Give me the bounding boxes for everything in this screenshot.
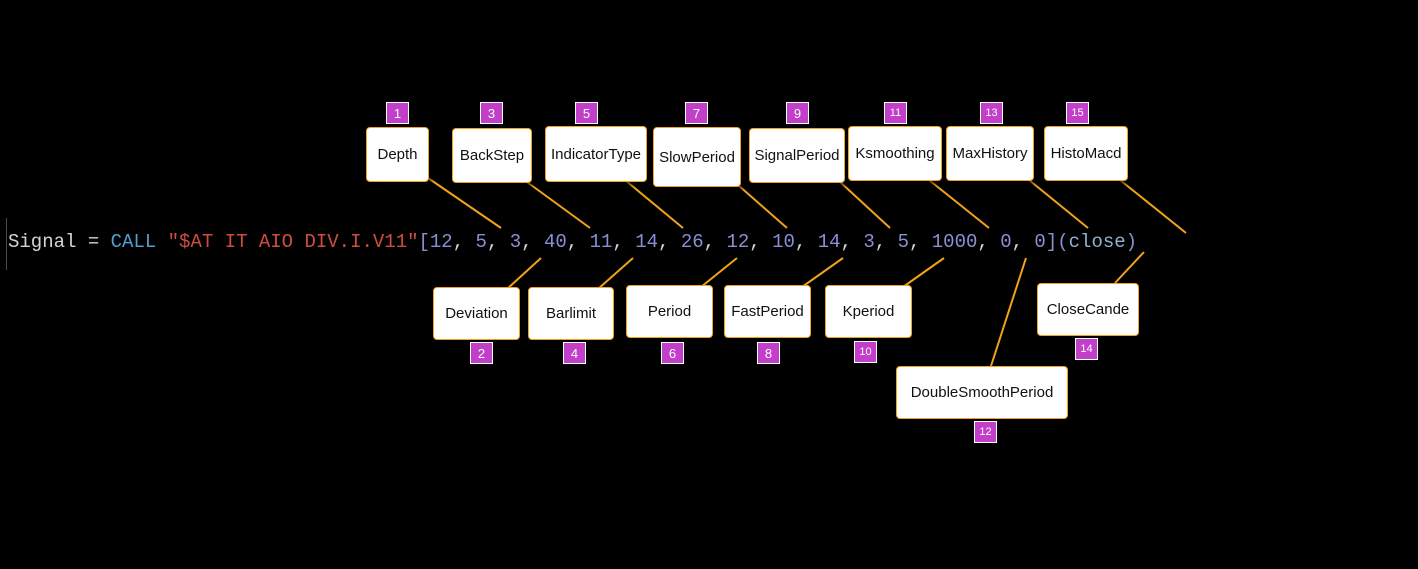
connector-line: [1028, 179, 1089, 229]
code-token: 3: [509, 231, 522, 253]
param-box-kperiod: Kperiod: [825, 285, 912, 338]
code-token: [156, 231, 167, 253]
code-token: CALL: [110, 231, 157, 253]
code-token: ): [1125, 231, 1138, 253]
code-token: ,: [1011, 231, 1035, 253]
code-token: 0: [1034, 231, 1046, 253]
code-token: 1000: [931, 231, 978, 253]
param-box-histomacd: HistoMacd: [1044, 126, 1128, 181]
param-number-badge: 5: [575, 102, 598, 124]
code-token: ,: [452, 231, 476, 253]
param-number-badge: 7: [685, 102, 708, 124]
code-token: "$AT IT AIO DIV.I.V11": [167, 231, 419, 253]
code-token: =: [76, 231, 111, 253]
code-token: ,: [908, 231, 932, 253]
code-token: 40: [543, 231, 567, 253]
code-token: 3: [863, 231, 875, 253]
code-token: 26: [680, 231, 704, 253]
param-box-signalperiod: SignalPeriod: [749, 128, 845, 183]
code-token: 12: [429, 231, 453, 253]
code-token: Signal: [8, 231, 77, 253]
param-box-fastperiod: FastPeriod: [724, 285, 811, 338]
code-token: 5: [475, 231, 487, 253]
code-token: 12: [726, 231, 750, 253]
param-box-indicatortype: IndicatorType: [545, 126, 647, 182]
param-number-badge: 15: [1066, 102, 1089, 124]
code-token: ,: [703, 231, 727, 253]
code-token: close: [1068, 231, 1126, 253]
param-box-closecande: CloseCande: [1037, 283, 1139, 336]
code-token: [: [418, 231, 430, 253]
code-token: 5: [897, 231, 909, 253]
code-token: ,: [658, 231, 681, 253]
connector-line: [902, 257, 945, 288]
param-number-badge: 11: [884, 102, 907, 124]
param-number-badge: 4: [563, 342, 586, 364]
param-number-badge: 13: [980, 102, 1003, 124]
code-token: ,: [486, 231, 510, 253]
code-token: ,: [749, 231, 773, 253]
connector-line: [1119, 179, 1187, 234]
param-box-barlimit: Barlimit: [528, 287, 614, 340]
connector-line: [838, 180, 891, 229]
connector-line: [1114, 251, 1145, 284]
param-number-badge: 12: [974, 421, 997, 443]
code-token: 10: [772, 231, 795, 253]
code-token: ,: [566, 231, 590, 253]
code-token: 0: [1000, 231, 1012, 253]
connector-line: [990, 257, 1027, 367]
param-box-period: Period: [626, 285, 713, 338]
param-number-badge: 8: [757, 342, 780, 364]
connector-line: [737, 184, 788, 229]
code-token: ,: [977, 231, 1001, 253]
editor-caret-margin: [6, 218, 7, 270]
code-token: ,: [874, 231, 898, 253]
connector-line: [597, 257, 634, 290]
param-number-badge: 6: [661, 342, 684, 364]
code-token: ,: [794, 231, 818, 253]
param-number-badge: 9: [786, 102, 809, 124]
code-token: ,: [840, 231, 864, 253]
connector-line: [526, 181, 591, 229]
param-number-badge: 14: [1075, 338, 1098, 360]
code-token: 11: [589, 231, 613, 253]
connector-line: [928, 179, 990, 229]
connector-line: [700, 257, 738, 288]
param-box-maxhistory: MaxHistory: [946, 126, 1034, 181]
param-box-deviation: Deviation: [433, 287, 520, 340]
param-box-slowperiod: SlowPeriod: [653, 127, 741, 187]
param-number-badge: 3: [480, 102, 503, 124]
param-number-badge: 1: [386, 102, 409, 124]
code-token: 14: [817, 231, 841, 253]
connector-line: [801, 257, 844, 288]
code-token: ]: [1045, 231, 1058, 253]
connector-line: [427, 177, 502, 229]
param-box-ksmoothing: Ksmoothing: [848, 126, 942, 181]
code-token: (: [1057, 231, 1069, 253]
code-token: 14: [635, 231, 659, 253]
code-token: ,: [521, 231, 544, 253]
code-token: ,: [612, 231, 636, 253]
param-box-doublesmoothperiod: DoubleSmoothPeriod: [896, 366, 1068, 419]
param-number-badge: 2: [470, 342, 493, 364]
param-number-badge: 10: [854, 341, 877, 363]
param-box-depth: Depth: [366, 127, 429, 182]
connector-line: [624, 179, 684, 229]
code-line: Signal = CALL "$AT IT AIO DIV.I.V11"[12,…: [8, 229, 1137, 255]
param-box-backstep: BackStep: [452, 128, 532, 183]
connector-line: [506, 257, 542, 290]
